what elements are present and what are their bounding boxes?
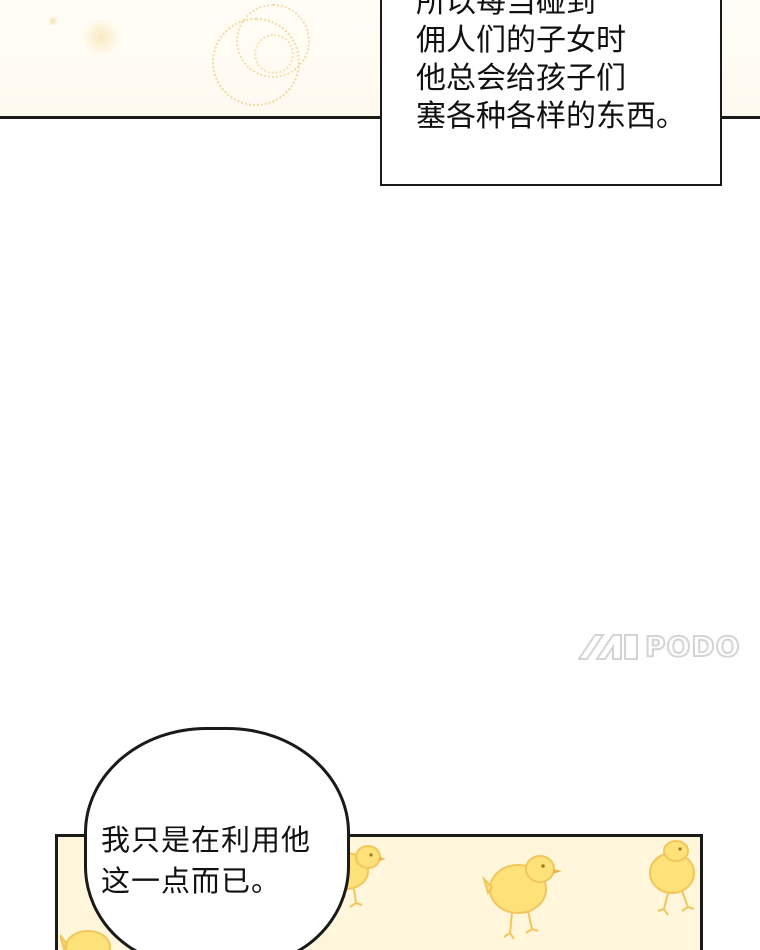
sparkle-decoration (236, 4, 310, 78)
speech-line: 我只是在利用他 (101, 823, 312, 857)
podo-watermark: PODO (577, 629, 741, 664)
sparkle-decoration (254, 34, 294, 74)
chick-icon (60, 930, 111, 950)
sparkle-decoration (48, 16, 58, 26)
podo-logo-icon (577, 634, 638, 660)
narration-box: 所以每当碰到 佣人们的子女时 他总会给孩子们 塞各种各样的东西。 (380, 0, 722, 186)
narration-line: 所以每当碰到 (416, 0, 596, 20)
watermark-text: PODO (644, 629, 741, 664)
chick-icon (482, 855, 562, 940)
narration-line: 他总会给孩子们 (416, 61, 626, 96)
narration-text: 所以每当碰到 佣人们的子女时 他总会给孩子们 塞各种各样的东西。 (416, 0, 686, 136)
speech-bubble: 我只是在利用他 这一点而已。 (84, 727, 350, 950)
speech-line: 这一点而已。 (101, 864, 282, 898)
speech-text: 我只是在利用他 这一点而已。 (101, 820, 311, 902)
sparkle-decoration (82, 18, 120, 56)
narration-line: 佣人们的子女时 (416, 23, 626, 58)
chick-icon (649, 840, 695, 916)
narration-line: 塞各种各样的东西。 (416, 99, 686, 134)
